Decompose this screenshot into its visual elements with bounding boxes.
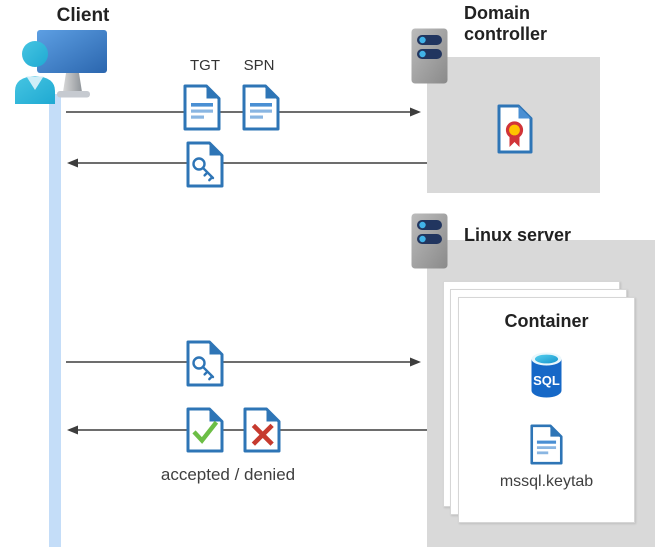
keytab-file-icon [530,424,563,465]
ticket-document-icon [242,84,280,131]
arrowhead-right-icon [410,357,421,367]
spn-label: SPN [243,57,275,74]
key-ticket-document-icon [186,340,224,387]
arrowhead-right-icon [410,107,421,117]
accepted-denied-label: accepted / denied [160,465,296,484]
sql-database-icon: SQL [531,352,562,398]
linux-server-title: Linux server [464,225,572,245]
sql-badge-text: SQL [533,373,560,388]
client-user-monitor-icon [15,30,107,104]
server-icon [411,28,448,84]
client-title: Client [56,5,110,26]
container-title: Container [504,311,589,331]
check-document-icon [186,407,224,453]
client-timeline-bar [49,94,61,547]
domain-controller-title: Domain controller [464,3,548,44]
server-icon [411,213,448,269]
ticket-document-icon [183,84,221,131]
keytab-label: mssql.keytab [499,473,594,490]
certificate-icon [497,104,533,154]
key-ticket-document-icon [186,141,224,188]
container-card: Container SQL mssql.keytab [458,297,635,523]
cross-document-icon [243,407,281,453]
tgt-label: TGT [190,57,220,74]
arrowhead-left-icon [67,158,78,168]
arrowhead-left-icon [67,425,78,435]
